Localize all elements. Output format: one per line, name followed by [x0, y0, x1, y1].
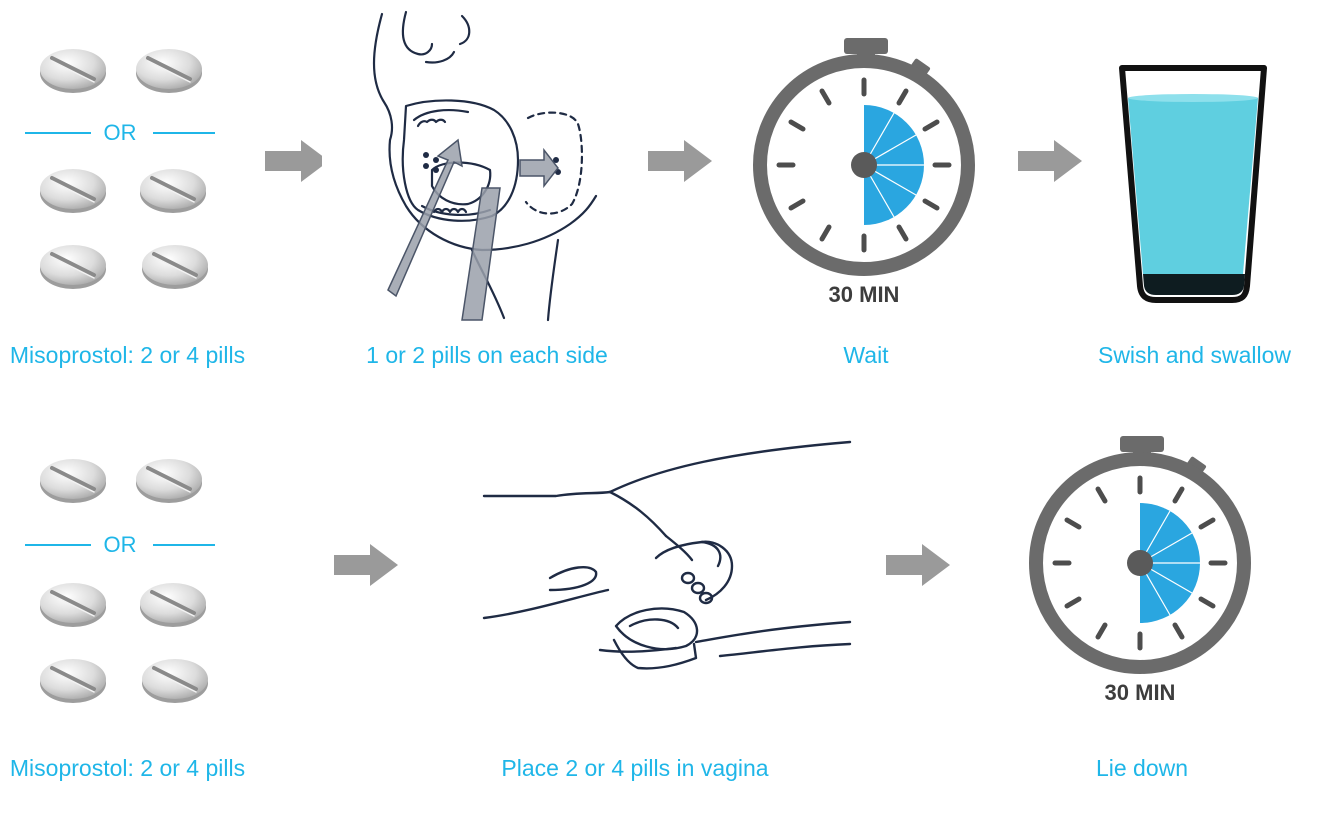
- or-label: OR: [98, 532, 143, 557]
- vaginal-insertion-illustration: [470, 432, 873, 694]
- pill-icon: [36, 42, 110, 100]
- or-divider: OR: [25, 530, 215, 560]
- caption-lie-down: Lie down: [1022, 750, 1262, 786]
- caption-place-vagina: Place 2 or 4 pills in vagina: [430, 750, 840, 786]
- pill-icon: [132, 452, 206, 510]
- water-glass-icon: [1106, 34, 1276, 320]
- or-divider: OR: [25, 118, 215, 148]
- caption-misoprostol-row1: Misoprostol: 2 or 4 pills: [0, 337, 255, 373]
- pill-icon: [138, 238, 212, 296]
- pill-icon: [36, 238, 110, 296]
- stopwatch-icon: 30 MIN: [1022, 418, 1262, 728]
- pill-icon: [136, 162, 210, 220]
- arrow-right-icon: [334, 540, 400, 590]
- mouth-buccal-illustration: [322, 10, 652, 322]
- caption-misoprostol-row2: Misoprostol: 2 or 4 pills: [0, 750, 255, 786]
- pill-icon: [138, 652, 212, 710]
- pill-icon: [36, 162, 110, 220]
- pill-icon: [36, 452, 110, 510]
- pill-icon: [36, 652, 110, 710]
- pill-icon: [132, 42, 206, 100]
- timer-label: 30 MIN: [746, 282, 982, 308]
- arrow-right-icon: [1018, 136, 1084, 186]
- arrow-right-icon: [648, 136, 714, 186]
- stopwatch-icon: 30 MIN: [746, 20, 986, 330]
- pill-icon: [136, 576, 210, 634]
- timer-label: 30 MIN: [1022, 680, 1258, 706]
- caption-buccal: 1 or 2 pills on each side: [322, 337, 652, 373]
- arrow-right-icon: [886, 540, 952, 590]
- caption-swish-swallow: Swish and swallow: [1064, 337, 1325, 373]
- or-label: OR: [98, 120, 143, 145]
- pill-icon: [36, 576, 110, 634]
- caption-wait: Wait: [746, 337, 986, 373]
